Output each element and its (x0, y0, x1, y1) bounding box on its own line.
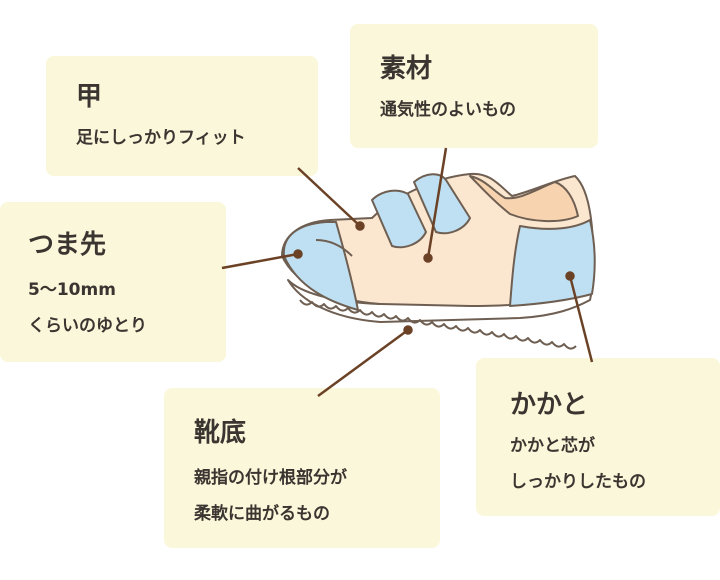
leader-dot-heel (565, 271, 575, 281)
label-title-sole: 靴底 (194, 418, 247, 448)
label-title-heel: かかと (510, 390, 589, 420)
leader-sole (317, 328, 409, 398)
label-text-heel-1: かかと芯が (510, 436, 595, 456)
leader-dot-toe (293, 249, 303, 259)
label-title-material: 素材 (380, 54, 433, 84)
sole-tread (299, 299, 577, 350)
label-title-toe: つま先 (28, 230, 107, 260)
label-title-instep: 甲 (76, 82, 103, 112)
toe-cap-edge (315, 239, 353, 257)
leader-lines (221, 147, 594, 398)
label-card-sole: 靴底 親指の付け根部分が 柔軟に曲がるもの (164, 388, 440, 548)
label-card-instep: 甲 足にしっかりフィット (46, 56, 318, 176)
shoe-heel-counter (509, 219, 596, 307)
leader-dot-material (423, 253, 433, 263)
strap-front (371, 189, 427, 249)
label-text-heel-2: しっかりしたもの (510, 472, 646, 492)
label-text-material: 通気性のよいもの (380, 100, 516, 120)
leader-dot-sole (403, 325, 413, 335)
leader-dot-instep (355, 221, 365, 231)
label-card-material: 素材 通気性のよいもの (350, 24, 598, 148)
leader-material (426, 147, 448, 259)
label-text-instep: 足にしっかりフィット (76, 128, 246, 148)
shoe-toe-cap (282, 221, 359, 311)
label-text-sole-1: 親指の付け根部分が (194, 468, 347, 488)
shoe-collar (469, 175, 579, 223)
leader-toe (221, 252, 299, 270)
label-text-toe-1: 5〜10mm (28, 280, 116, 300)
strap-back (413, 173, 471, 235)
leader-heel (568, 275, 594, 363)
leader-instep (297, 167, 361, 227)
label-text-toe-2: くらいのゆとり (28, 316, 147, 336)
label-text-sole-2: 柔軟に曲がるもの (194, 504, 330, 524)
label-card-toe: つま先 5〜10mm くらいのゆとり (0, 202, 226, 362)
label-card-heel: かかと かかと芯が しっかりしたもの (476, 358, 720, 516)
